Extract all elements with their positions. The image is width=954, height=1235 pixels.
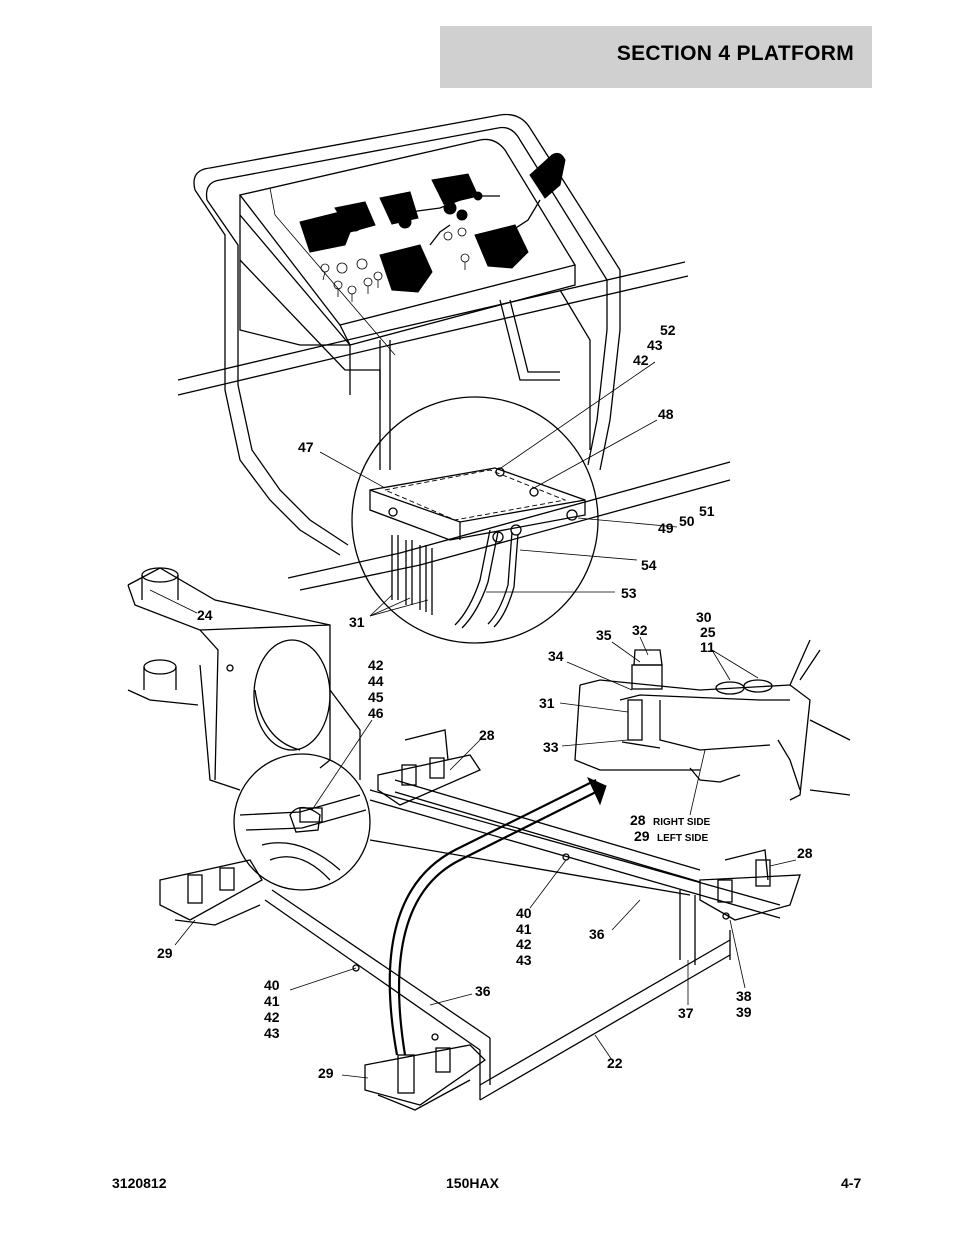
callout-33: 33 — [543, 739, 559, 755]
callout-34: 34 — [548, 648, 564, 664]
callout-43: 43 — [264, 1025, 280, 1041]
callout-53: 53 — [621, 585, 637, 601]
callout-44: 44 — [368, 673, 384, 689]
callout-51: 51 — [699, 503, 715, 519]
callout-11: 11 — [700, 639, 715, 655]
callout-48: 48 — [658, 406, 674, 422]
callout-47: 47 — [298, 439, 314, 455]
callout-29: 29 — [157, 945, 173, 961]
callout-28: 28 — [479, 727, 495, 743]
section-title: SECTION 4 PLATFORM — [616, 42, 854, 65]
footer-doc-number: 3120812 — [112, 1175, 167, 1191]
callout-22: 22 — [607, 1055, 623, 1071]
callout-45: 45 — [368, 689, 384, 705]
callout-28-number: 28 — [630, 812, 646, 828]
clamp-right-lower — [699, 849, 801, 921]
callout-41: 41 — [264, 993, 280, 1009]
callout-43: 43 — [516, 952, 532, 968]
callout-42: 42 — [368, 657, 384, 673]
callout-38: 38 — [736, 988, 752, 1004]
callout-31: 31 — [539, 695, 555, 711]
callout-42: 42 — [633, 352, 649, 368]
callout-31: 31 — [349, 614, 365, 630]
callout-32: 32 — [632, 622, 648, 638]
clamp-left-lower — [364, 1044, 487, 1111]
callout-35: 35 — [596, 627, 612, 643]
callout-40: 40 — [516, 905, 532, 921]
leader-lines — [149, 361, 797, 1079]
callout-49: 49 — [658, 520, 674, 536]
callout-29-side: LEFT SIDE — [657, 833, 708, 844]
callout-52: 52 — [660, 322, 676, 338]
callout-46: 46 — [368, 705, 384, 721]
callout-28: 28 — [797, 845, 813, 861]
callout-40: 40 — [264, 977, 280, 993]
callout-42: 42 — [516, 936, 532, 952]
callout-41: 41 — [516, 921, 532, 937]
callout-29-number: 29 — [634, 828, 650, 844]
clamp-left-upper — [159, 859, 263, 926]
callout-24: 24 — [197, 607, 213, 623]
platform-support-frame — [127, 567, 801, 1111]
callout-43: 43 — [647, 337, 663, 353]
callout-54: 54 — [641, 557, 657, 573]
bracket-detail — [574, 639, 851, 801]
callout-37: 37 — [678, 1005, 694, 1021]
clamp-right-upper — [377, 729, 481, 806]
footer-page-number: 4-7 — [841, 1175, 862, 1191]
callout-50: 50 — [679, 513, 695, 529]
callout-30: 30 — [696, 609, 712, 625]
footer-model: 150HAX — [446, 1175, 499, 1191]
section-header: SECTION 4 PLATFORM — [440, 26, 872, 88]
control-console — [177, 113, 689, 556]
callout-42: 42 — [264, 1009, 280, 1025]
callout-36: 36 — [475, 983, 491, 999]
callout-39: 39 — [736, 1004, 752, 1020]
callout-28-side: RIGHT SIDE — [653, 817, 711, 828]
callout-labels: 52 43 42 48 47 51 50 49 54 53 24 31 30 2… — [157, 322, 813, 1081]
callout-36: 36 — [589, 926, 605, 942]
callout-29: 29 — [318, 1065, 334, 1081]
callout-25: 25 — [700, 624, 716, 640]
